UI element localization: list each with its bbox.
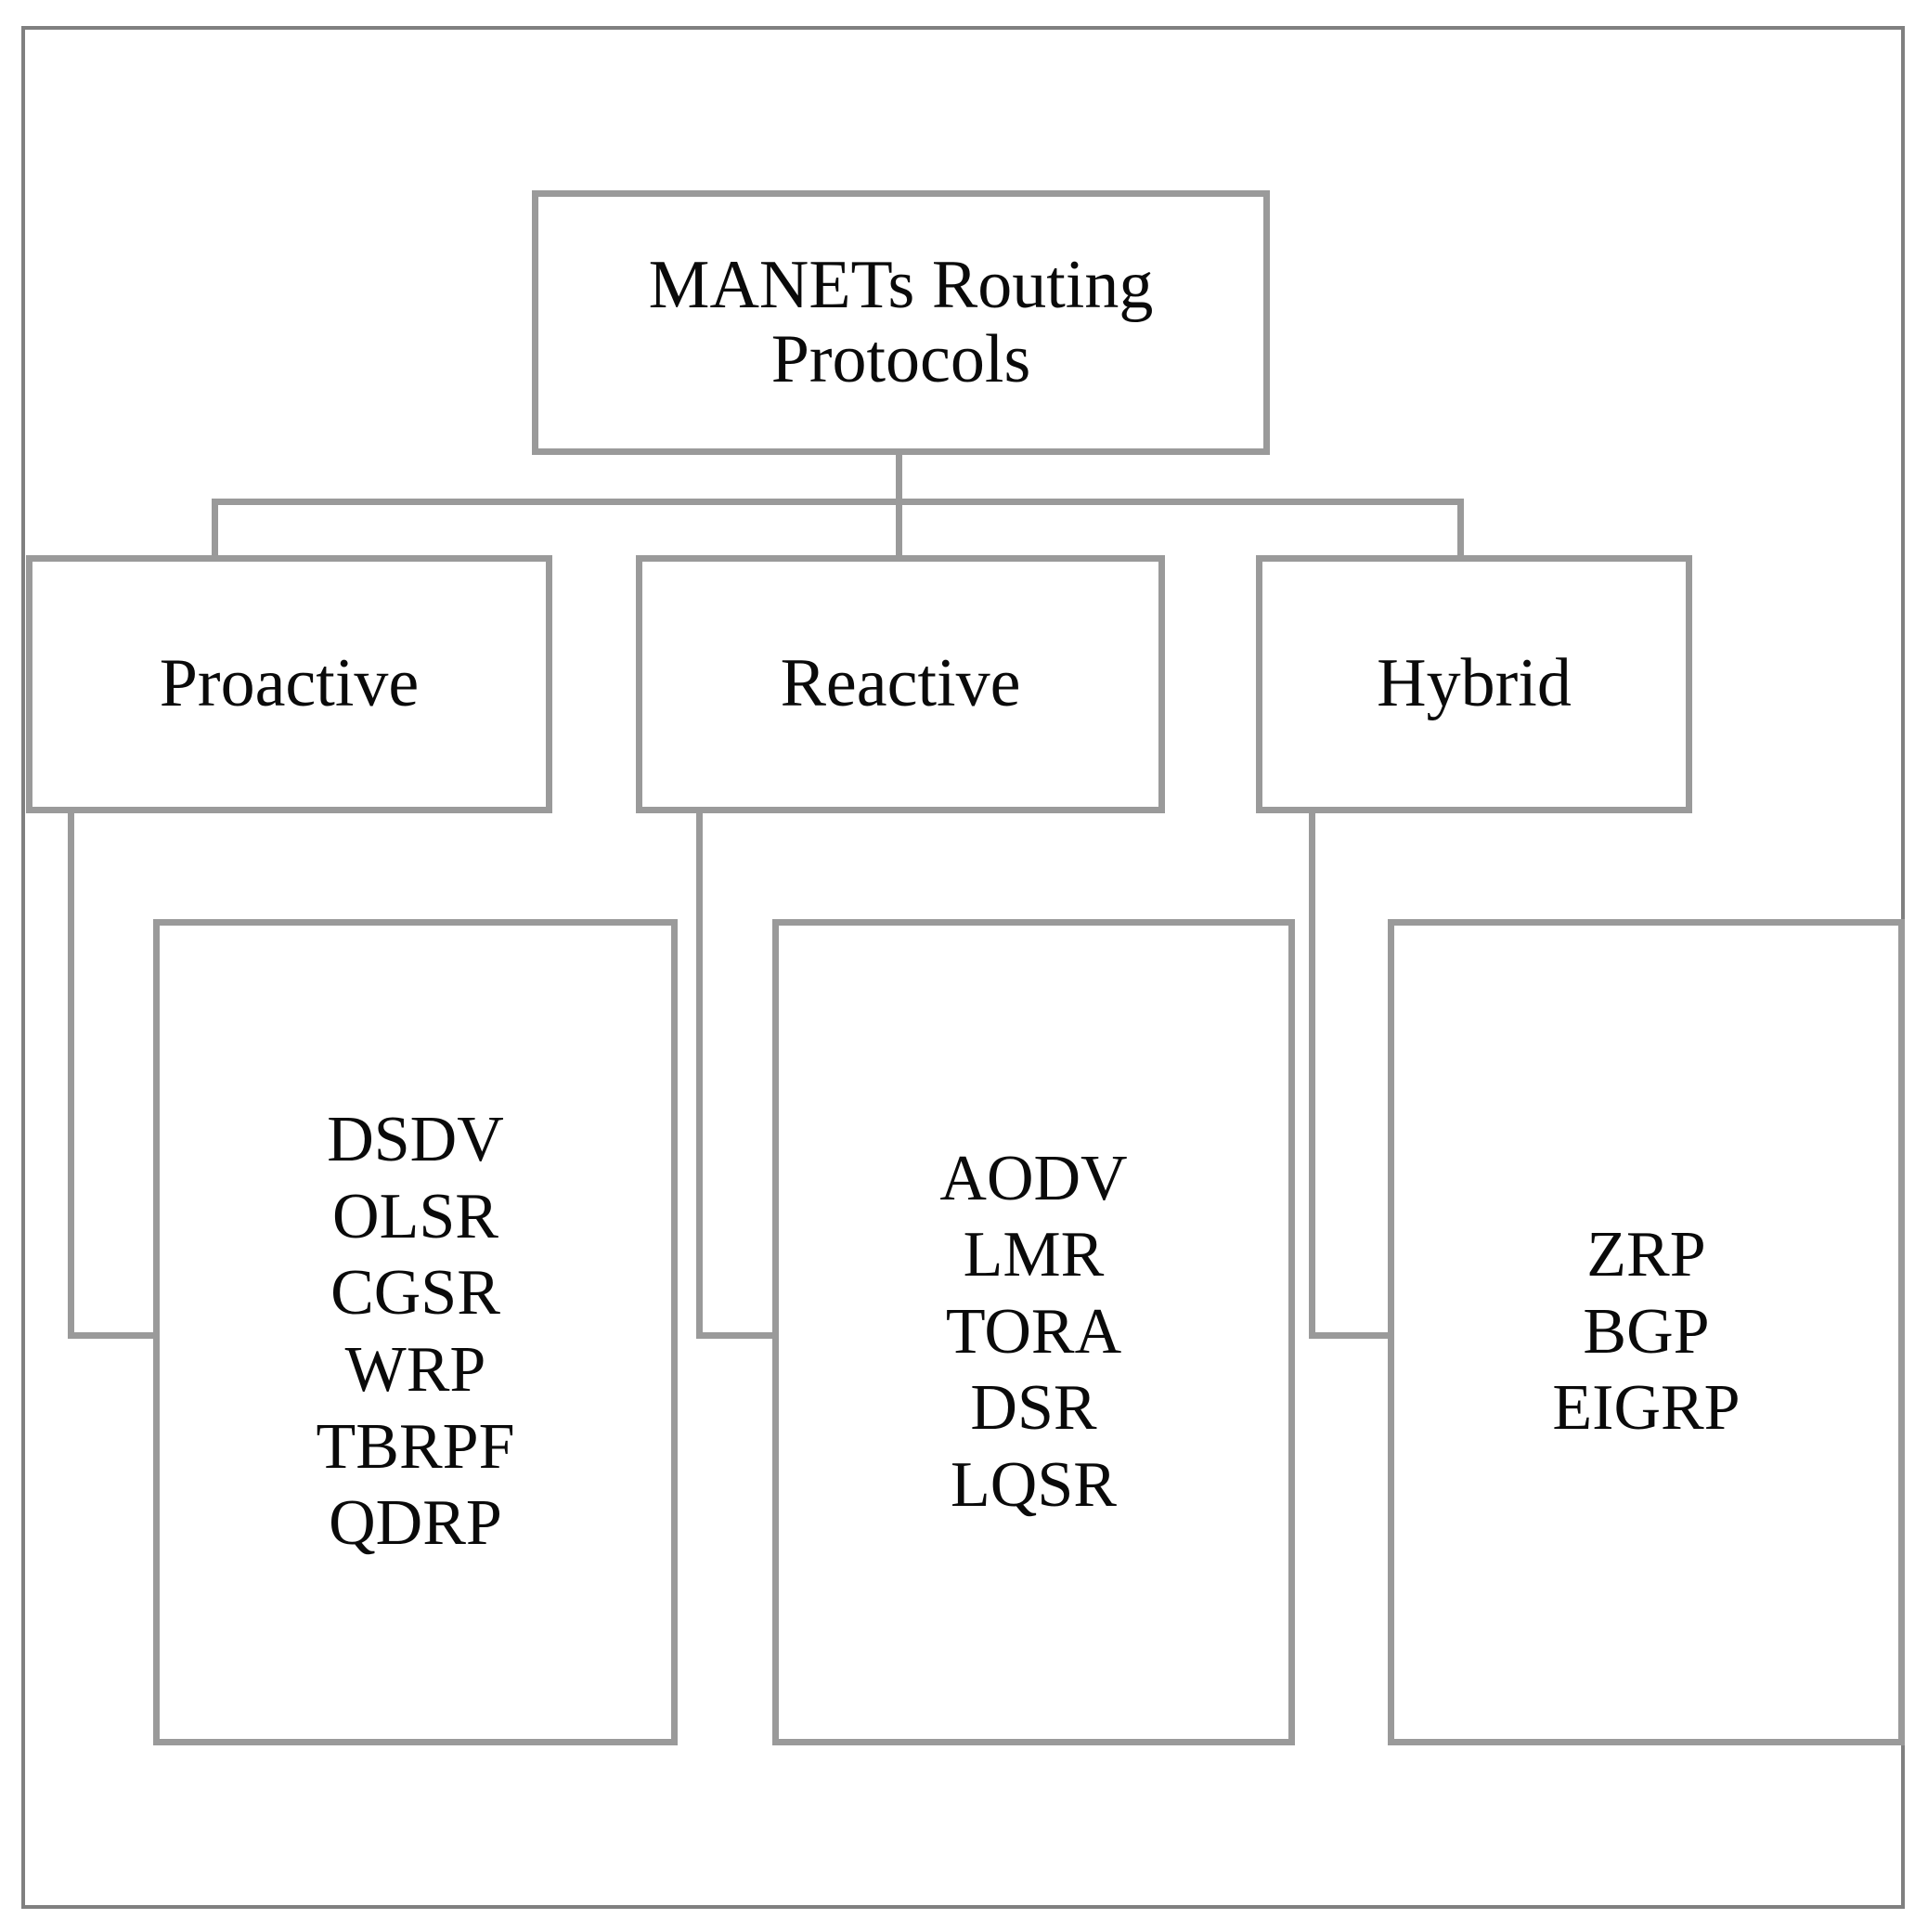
protocol-item: WRP <box>344 1334 486 1406</box>
protocol-item: EIGRP <box>1552 1372 1740 1445</box>
connector-elbow-proactive-horizontal <box>68 1332 160 1339</box>
connector-root-stem <box>896 451 902 505</box>
connector-elbow-reactive-horizontal <box>696 1332 779 1339</box>
protocol-list-reactive: AODV LMR TORA DSR LQSR <box>772 919 1295 1745</box>
connector-elbow-proactive-vertical <box>68 810 74 1339</box>
protocol-item: CGSR <box>330 1257 500 1329</box>
connector-drop-proactive <box>212 499 218 558</box>
connector-horizontal-bus <box>212 499 1464 505</box>
connector-elbow-hybrid-vertical <box>1309 810 1315 1339</box>
connector-drop-reactive <box>896 499 902 558</box>
category-node-reactive: Reactive <box>636 555 1165 813</box>
root-node-label-line1: MANETs Routing <box>648 246 1154 323</box>
protocol-item: BGP <box>1583 1295 1710 1368</box>
protocol-item: TBRPF <box>316 1410 515 1483</box>
root-node-manets-routing-protocols: MANETs Routing Protocols <box>532 190 1270 455</box>
category-node-proactive: Proactive <box>26 555 552 813</box>
protocol-item: OLSR <box>332 1180 498 1252</box>
category-label-proactive: Proactive <box>159 645 420 722</box>
protocol-list-reactive-items: AODV LMR TORA DSR LQSR <box>939 1141 1127 1524</box>
protocol-item: QDRP <box>329 1487 502 1560</box>
protocol-list-proactive: DSDV OLSR CGSR WRP TBRPF QDRP <box>153 919 678 1745</box>
protocol-item: TORA <box>945 1295 1122 1368</box>
root-node-label: MANETs Routing Protocols <box>630 246 1172 397</box>
category-node-hybrid: Hybrid <box>1256 555 1692 813</box>
protocol-item: LMR <box>963 1219 1105 1291</box>
protocol-item: DSR <box>970 1372 1097 1445</box>
connector-drop-hybrid <box>1457 499 1464 558</box>
connector-elbow-hybrid-horizontal <box>1309 1332 1394 1339</box>
protocol-item: ZRP <box>1586 1219 1706 1291</box>
protocol-item: AODV <box>939 1142 1128 1214</box>
protocol-list-proactive-items: DSDV OLSR CGSR WRP TBRPF QDRP <box>317 1102 515 1562</box>
category-label-hybrid: Hybrid <box>1377 645 1572 722</box>
root-node-label-line2: Protocols <box>770 320 1031 397</box>
connector-elbow-reactive-vertical <box>696 810 703 1339</box>
protocol-list-hybrid-items: ZRP BGP EIGRP <box>1552 1217 1740 1447</box>
category-label-reactive: Reactive <box>780 645 1021 722</box>
protocol-list-hybrid: ZRP BGP EIGRP <box>1388 919 1905 1745</box>
protocol-item: DSDV <box>327 1104 504 1176</box>
protocol-item: LQSR <box>951 1448 1117 1521</box>
